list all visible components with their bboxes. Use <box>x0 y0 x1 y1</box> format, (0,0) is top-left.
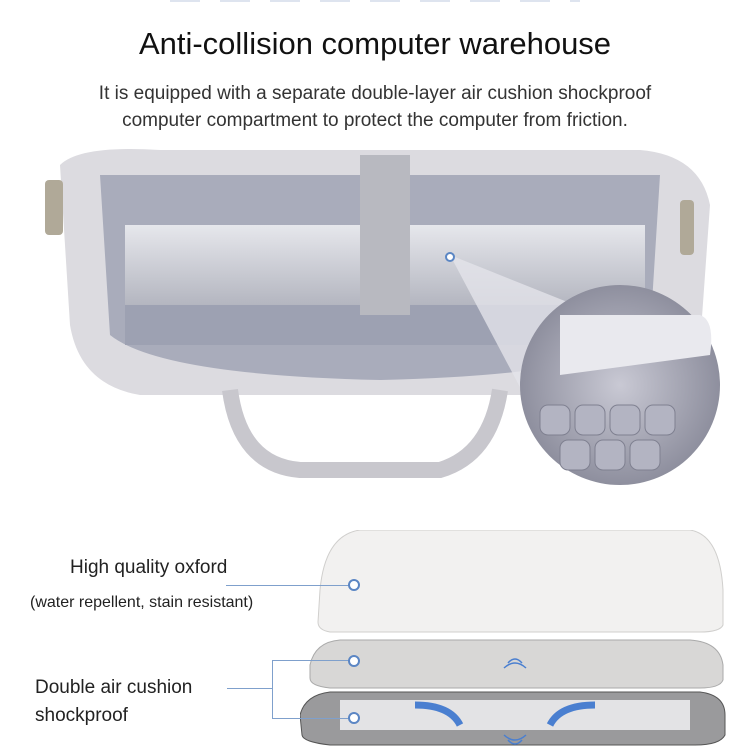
zipper-pull <box>45 180 63 235</box>
oxford-label: High quality oxford <box>70 557 228 578</box>
arrow-icon <box>414 701 464 727</box>
pointer-dot <box>348 712 360 724</box>
description-line: computer compartment to protect the comp… <box>122 110 628 131</box>
cushion-top-layer <box>309 639 724 689</box>
page-title: Anti-collision computer warehouse <box>138 26 612 61</box>
oxford-layer <box>317 530 724 633</box>
connector-line <box>226 585 350 586</box>
bracket-line <box>272 660 349 719</box>
arrow-icon <box>546 701 596 727</box>
strap <box>360 155 410 315</box>
pointer-dot <box>348 655 360 667</box>
zipper-pull <box>680 200 694 255</box>
bag-photo <box>45 149 720 485</box>
cropped-heading-fragment <box>170 0 580 2</box>
description-line: It is equipped with a separate double-la… <box>98 83 652 104</box>
connector-line <box>227 688 272 689</box>
cushion-label: Double air cushion <box>35 677 193 698</box>
wave-icon <box>503 734 527 745</box>
handle <box>222 388 508 478</box>
cushion-label: shockproof <box>35 705 128 726</box>
wave-icon <box>503 658 527 669</box>
oxford-sublabel: (water repellent, stain resistant) <box>30 594 254 611</box>
layer-diagram <box>300 530 726 746</box>
pointer-dot <box>348 579 360 591</box>
description: It is equipped with a separate double-la… <box>0 80 750 134</box>
